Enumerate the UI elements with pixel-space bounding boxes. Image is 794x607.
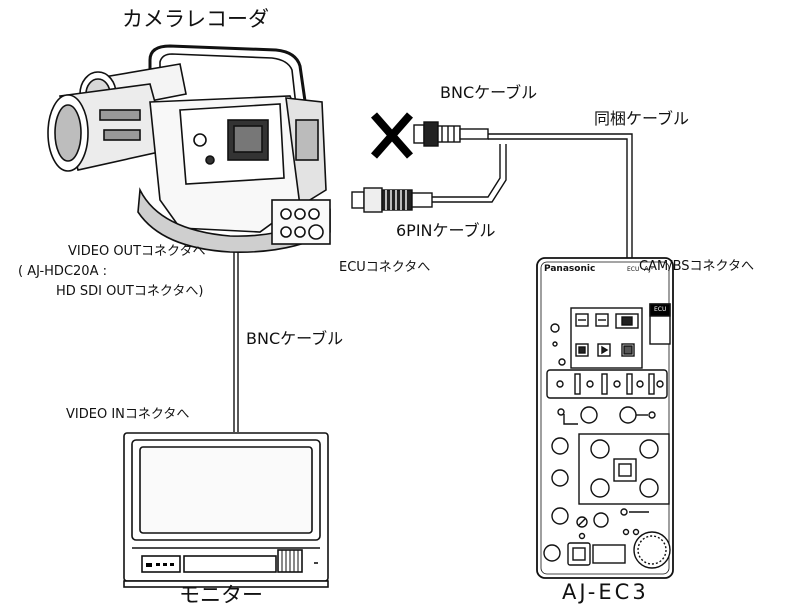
video-out-label-line2: ( AJ-HDC20A : bbox=[18, 264, 107, 279]
panel-ecu-small: ECU bbox=[627, 266, 640, 273]
bundled-cable-inner bbox=[488, 138, 628, 258]
six-pin-connector-icon bbox=[351, 187, 433, 213]
bundled-cable-outer bbox=[488, 133, 633, 258]
bnc-cable-top-label: BNCケーブル bbox=[440, 83, 538, 102]
panel-brand: Panasonic bbox=[544, 264, 596, 274]
camera-recorder-label: カメラレコーダ bbox=[122, 7, 269, 31]
control-unit-illustration bbox=[536, 257, 674, 579]
monitor-illustration bbox=[123, 432, 329, 588]
panel-model-small: AJ- bbox=[644, 265, 654, 273]
six-pin-cable bbox=[432, 144, 507, 203]
cross-mark-icon bbox=[370, 112, 414, 159]
monitor-label: モニター bbox=[179, 583, 263, 607]
cam-bs-connector-label: CAM/BSコネクタへ bbox=[639, 259, 754, 274]
video-out-label-line1: VIDEO OUTコネクタへ bbox=[68, 244, 206, 259]
panel-ecu-tag: ECU bbox=[654, 306, 667, 313]
video-in-connector-label: VIDEO INコネクタへ bbox=[66, 407, 190, 422]
six-pin-cable-label: 6PINケーブル bbox=[396, 221, 496, 240]
bnc-cable-video-out bbox=[233, 240, 239, 432]
video-out-label-line3: HD SDI OUTコネクタへ) bbox=[56, 284, 204, 299]
bundled-cable-label: 同梱ケーブル bbox=[594, 109, 690, 128]
camera-recorder-illustration bbox=[47, 44, 331, 253]
ecu-connector-label: ECUコネクタへ bbox=[339, 260, 431, 275]
bnc-connector-icon bbox=[413, 121, 489, 147]
ajec3-label: AJ-EC3 bbox=[562, 580, 649, 604]
cables bbox=[233, 133, 633, 432]
bnc-cable-vertical-label: BNCケーブル bbox=[246, 329, 344, 348]
